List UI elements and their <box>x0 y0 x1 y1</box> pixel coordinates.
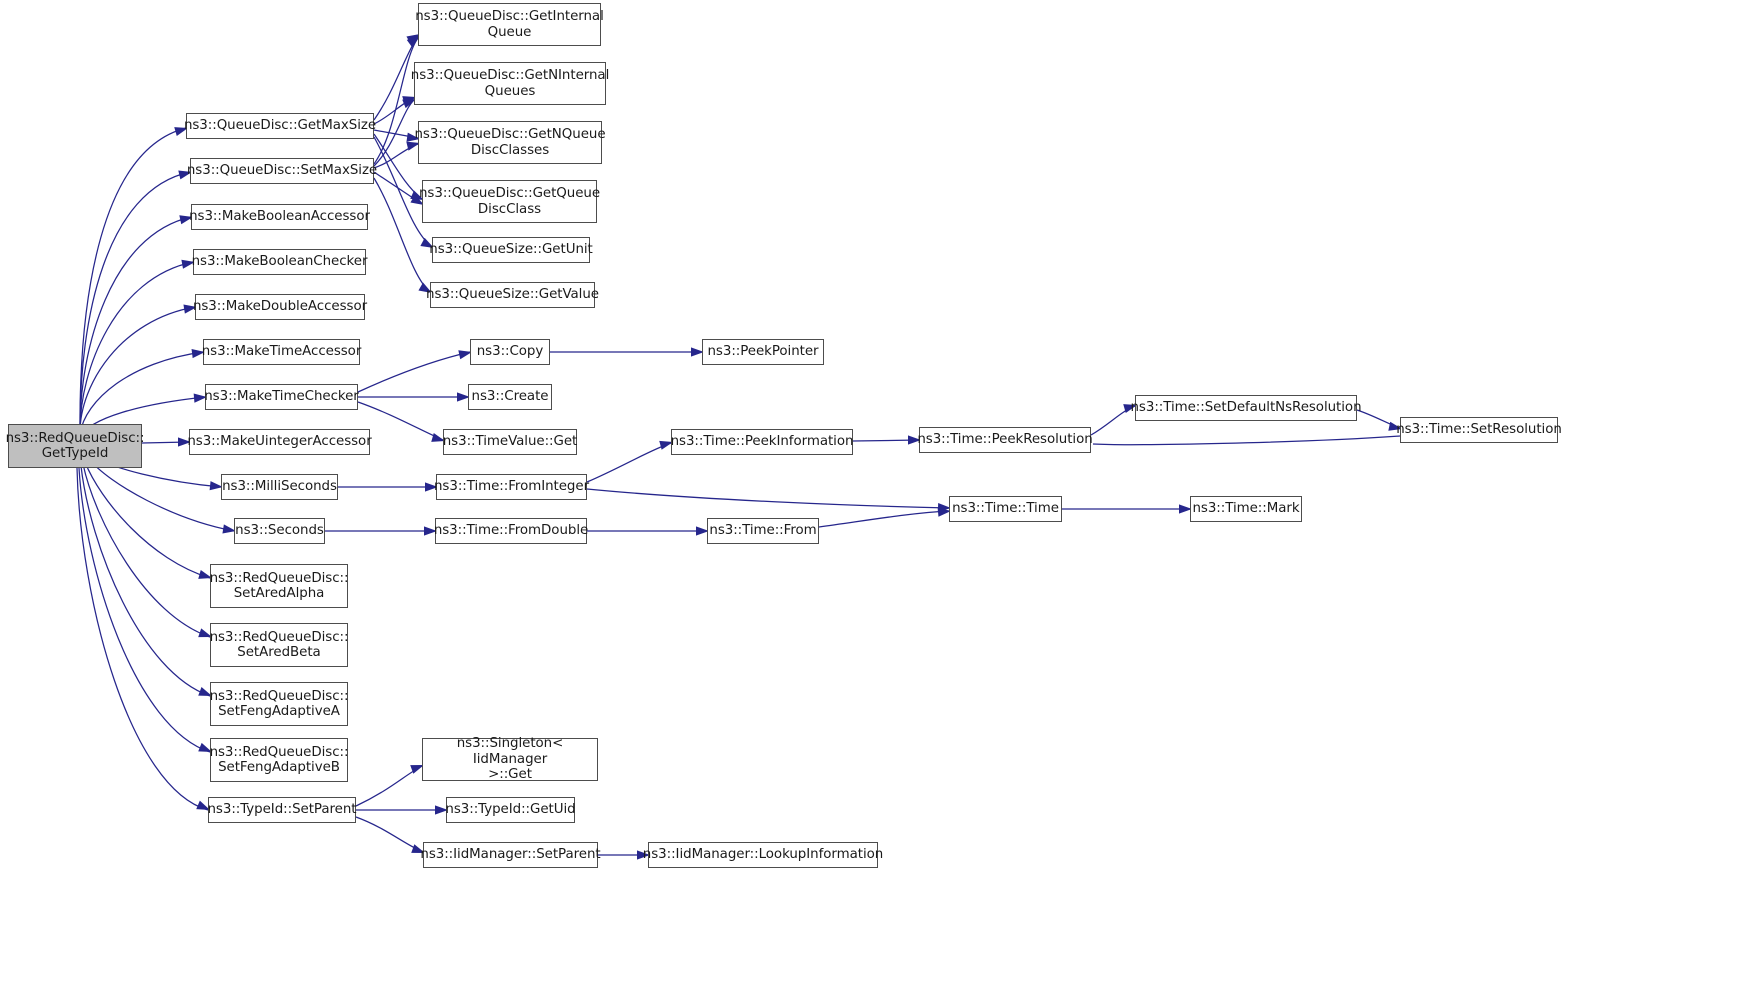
graph-node-root[interactable]: ns3::RedQueueDisc:: GetTypeId <box>6 424 145 468</box>
graph-node-getmaxsize[interactable]: ns3::QueueDisc::GetMaxSize <box>184 113 376 139</box>
graph-node-peekpointer[interactable]: ns3::PeekPointer <box>702 339 824 365</box>
graph-node-maketimechecker[interactable]: ns3::MakeTimeChecker <box>204 384 359 410</box>
graph-node-setmaxsize[interactable]: ns3::QueueDisc::SetMaxSize <box>187 158 377 184</box>
graph-node-timefrom[interactable]: ns3::Time::From <box>707 518 819 544</box>
graph-node-iidmanagersetparent[interactable]: ns3::IidManager::SetParent <box>420 842 601 868</box>
graph-node-makeboolchecker[interactable]: ns3::MakeBooleanChecker <box>192 249 367 275</box>
graph-node-setaredalpha[interactable]: ns3::RedQueueDisc:: SetAredAlpha <box>210 564 349 608</box>
graph-node-iidmanagerlookup[interactable]: ns3::IidManager::LookupInformation <box>643 842 883 868</box>
graph-node-timepeekresolution[interactable]: ns3::Time::PeekResolution <box>917 427 1093 453</box>
call-edge <box>373 143 419 169</box>
call-edge <box>84 461 211 579</box>
call-edge <box>76 467 209 811</box>
call-edge <box>373 37 419 165</box>
call-edge <box>373 171 423 205</box>
call-edge <box>373 97 415 125</box>
graph-node-setresolution[interactable]: ns3::Time::SetResolution <box>1396 417 1562 443</box>
call-edge <box>141 441 190 444</box>
call-edge <box>79 306 196 433</box>
call-edge <box>373 129 419 139</box>
call-edge <box>78 467 211 753</box>
graph-node-typeidgetuid[interactable]: ns3::TypeId::GetUid <box>445 797 576 823</box>
graph-node-setdefaultns[interactable]: ns3::Time::SetDefaultNsResolution <box>1130 395 1362 421</box>
call-edge <box>373 99 415 167</box>
graph-node-setaredbeta[interactable]: ns3::RedQueueDisc:: SetAredBeta <box>210 623 349 667</box>
call-edge <box>852 439 920 442</box>
graph-node-create[interactable]: ns3::Create <box>468 384 552 410</box>
graph-node-maketimeaccessor[interactable]: ns3::MakeTimeAccessor <box>202 339 361 365</box>
call-edge <box>79 171 191 427</box>
graph-node-setfengadaptiveb[interactable]: ns3::RedQueueDisc:: SetFengAdaptiveB <box>210 738 349 782</box>
graph-node-getinternalqueue[interactable]: ns3::QueueDisc::GetInternal Queue <box>415 3 604 46</box>
call-edge <box>1090 405 1136 436</box>
graph-node-timevalueget[interactable]: ns3::TimeValue::Get <box>443 429 577 455</box>
graph-node-timefromdouble[interactable]: ns3::Time::FromDouble <box>434 518 588 544</box>
graph-node-makeuintaccessor[interactable]: ns3::MakeUintegerAccessor <box>187 429 372 455</box>
graph-node-queuesizegetunit[interactable]: ns3::QueueSize::GetUnit <box>429 237 593 263</box>
graph-node-typeidsetparent[interactable]: ns3::TypeId::SetParent <box>208 797 357 823</box>
call-edge <box>818 510 950 528</box>
call-edge <box>79 127 187 425</box>
graph-node-seconds[interactable]: ns3::Seconds <box>234 518 325 544</box>
call-edge <box>79 351 204 435</box>
graph-node-copy[interactable]: ns3::Copy <box>470 339 550 365</box>
call-edge <box>79 261 194 431</box>
graph-node-singletoniid[interactable]: ns3::Singleton< IidManager >::Get <box>422 736 598 782</box>
graph-node-timefrominteger[interactable]: ns3::Time::FromInteger <box>434 474 589 500</box>
graph-node-queuesizegetvalue[interactable]: ns3::QueueSize::GetValue <box>426 282 599 308</box>
graph-node-makedoubleaccessor[interactable]: ns3::MakeDoubleAccessor <box>193 294 367 320</box>
call-edge <box>1092 435 1401 446</box>
call-edge <box>586 488 950 509</box>
graph-node-makeboolaccessor[interactable]: ns3::MakeBooleanAccessor <box>189 204 370 230</box>
call-edge <box>355 816 424 853</box>
graph-node-getqueuediscclass[interactable]: ns3::QueueDisc::GetQueue DiscClass <box>419 180 600 223</box>
call-edge <box>87 457 235 532</box>
graph-node-timepeekinformation[interactable]: ns3::Time::PeekInformation <box>671 429 853 455</box>
graph-node-getnqueuediscclasses[interactable]: ns3::QueueDisc::GetNQueue DiscClasses <box>415 121 606 164</box>
call-edge <box>80 465 211 697</box>
graph-node-milliseconds[interactable]: ns3::MilliSeconds <box>221 474 338 500</box>
graph-node-timetime[interactable]: ns3::Time::Time <box>949 496 1062 522</box>
call-edge <box>357 351 471 393</box>
graph-node-getninternalqueues[interactable]: ns3::QueueDisc::GetNInternal Queues <box>411 62 609 105</box>
call-edge <box>79 216 192 429</box>
call-edge <box>355 765 423 807</box>
call-edge <box>586 442 672 483</box>
graph-node-setfengadaptivea[interactable]: ns3::RedQueueDisc:: SetFengAdaptiveA <box>210 682 349 726</box>
call-edge <box>82 463 211 638</box>
call-edge <box>1356 409 1401 429</box>
graph-node-timemark[interactable]: ns3::Time::Mark <box>1190 496 1302 522</box>
